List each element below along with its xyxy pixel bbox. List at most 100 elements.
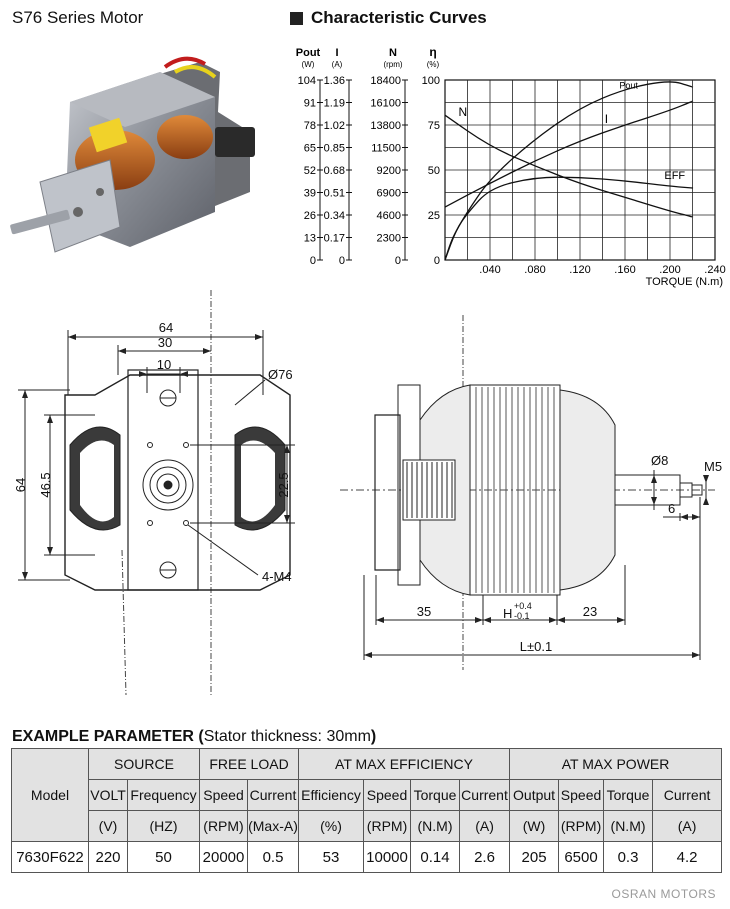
axis-tick-label: 11500 bbox=[371, 143, 401, 155]
axis-tick-label: 0.17 bbox=[324, 233, 345, 245]
axis-name: N bbox=[389, 47, 397, 59]
axis-tick-label: 6900 bbox=[377, 188, 401, 200]
side-view bbox=[340, 315, 715, 670]
front-hole bbox=[147, 442, 153, 448]
dimension-drawing: 64 30 10 Ø76 64 46.5 22.5 4-M4 Ø8 M5 6 3… bbox=[13, 290, 722, 696]
column-header: Efficiency bbox=[298, 779, 365, 811]
front-hub-center bbox=[163, 480, 173, 490]
dimension-arrows bbox=[22, 334, 709, 658]
axis-tick-label: 13800 bbox=[370, 120, 401, 132]
axis-tick-label: 0 bbox=[395, 255, 401, 267]
table-cell: 205 bbox=[509, 841, 560, 873]
group-free-load: FREE LOAD bbox=[198, 748, 300, 780]
curves-heading: Characteristic Curves bbox=[290, 8, 487, 28]
column-header: Current bbox=[459, 779, 511, 811]
series-label: I bbox=[605, 112, 608, 126]
motor-bracket-screw bbox=[73, 207, 83, 217]
leader-4m4 bbox=[187, 524, 259, 576]
series-label: Pout bbox=[619, 80, 638, 90]
dim-46-5-label: 46.5 bbox=[38, 472, 53, 497]
dim-m5-label: M5 bbox=[704, 459, 722, 474]
unit-header: (V) bbox=[88, 810, 128, 842]
dim-64-height-label: 64 bbox=[13, 478, 28, 492]
unit-header: (A) bbox=[652, 810, 723, 842]
motor-insulation-tape bbox=[88, 117, 128, 153]
axis-tick-label: 1.36 bbox=[324, 75, 345, 87]
dim-diameter-8-label: Ø8 bbox=[651, 453, 668, 468]
column-header: Current bbox=[652, 779, 723, 811]
unit-header-row: (V)(HZ)(RPM)(Max-A)(%)(RPM)(N.M)(A)(W)(R… bbox=[12, 810, 723, 842]
axis-tick-label: 0.51 bbox=[324, 188, 345, 200]
dim-diameter-76-label: Ø76 bbox=[268, 367, 293, 382]
chart-grid bbox=[444, 79, 716, 261]
curves-heading-text: Characteristic Curves bbox=[311, 8, 487, 27]
holes-label: 4-M4 bbox=[262, 569, 292, 584]
center-line-lower bbox=[121, 549, 127, 696]
front-hub-outer bbox=[142, 459, 194, 511]
axis-tick-label: 0.34 bbox=[324, 210, 345, 222]
table-cell: 53 bbox=[298, 841, 365, 873]
dim-l-label: L±0.1 bbox=[520, 639, 552, 654]
dim-35-label: 35 bbox=[417, 604, 431, 619]
motor-shaft bbox=[10, 209, 70, 235]
front-view bbox=[18, 290, 295, 696]
page-title: S76 Series Motor bbox=[12, 8, 144, 27]
series-output-line bbox=[444, 81, 694, 261]
motor-photo bbox=[10, 56, 255, 253]
unit-header: (RPM) bbox=[363, 810, 412, 842]
axis-tick-label: 4600 bbox=[377, 210, 401, 222]
axis-tick-label: 9200 bbox=[377, 165, 401, 177]
unit-header: (%) bbox=[298, 810, 365, 842]
unit-header: (HZ) bbox=[127, 810, 200, 842]
dim-h-label: H bbox=[503, 606, 512, 621]
column-header: Current bbox=[246, 779, 300, 811]
side-lamination-lines bbox=[475, 387, 555, 593]
x-tick-label: .120 bbox=[569, 264, 590, 276]
table-cell: 10000 bbox=[363, 841, 412, 873]
axis-unit: (%) bbox=[427, 60, 440, 69]
axis-tick-label: 52 bbox=[304, 165, 316, 177]
motor-bracket bbox=[39, 159, 121, 253]
table-cell: 20000 bbox=[199, 841, 248, 873]
group-max-power: AT MAX POWER bbox=[509, 748, 723, 780]
axis-tick-label: 0 bbox=[339, 255, 345, 267]
axis-tick-label: 78 bbox=[304, 120, 316, 132]
coil-right-inner bbox=[241, 440, 275, 522]
dim-6-label: 6 bbox=[668, 501, 675, 516]
series-efficiency-line bbox=[444, 176, 694, 261]
axis-tick-label: 18400 bbox=[370, 75, 401, 87]
dim-h-tolerance-upper: +0.4 bbox=[514, 601, 532, 611]
params-heading-paren-open: ( bbox=[198, 728, 204, 745]
side-brush-holder bbox=[374, 414, 401, 571]
series-current-line bbox=[444, 100, 694, 208]
x-tick-label: .040 bbox=[479, 264, 500, 276]
unit-header: (N.M) bbox=[603, 810, 654, 842]
column-header: Speed bbox=[363, 779, 412, 811]
front-hole bbox=[183, 520, 189, 526]
table-cell: 50 bbox=[127, 841, 200, 873]
table-cell: 7630F622 bbox=[11, 841, 89, 873]
axis-tick-label: 16100 bbox=[370, 98, 401, 110]
x-tick-label: .080 bbox=[524, 264, 545, 276]
axis-tick-label: 25 bbox=[428, 210, 440, 222]
group-max-efficiency: AT MAX EFFICIENCY bbox=[298, 748, 511, 780]
axis-tick-label: 26 bbox=[304, 210, 316, 222]
x-tick-label: .160 bbox=[614, 264, 635, 276]
params-heading-paren-close: ) bbox=[370, 728, 377, 745]
leader-d76 bbox=[234, 379, 266, 406]
axis-name: Pout bbox=[296, 47, 321, 59]
series-label: N bbox=[459, 105, 468, 119]
chart-series bbox=[444, 81, 694, 261]
axis-tick-label: 65 bbox=[304, 143, 316, 155]
group-header-row: Model SOURCE FREE LOAD AT MAX EFFICIENCY… bbox=[11, 748, 723, 842]
axis-tick-label: 91 bbox=[304, 98, 316, 110]
axis-name: η bbox=[429, 45, 436, 59]
axis-tick-label: 50 bbox=[428, 165, 440, 177]
characteristic-curves-chart: Pout(W)104917865523926130I(A)1.361.191.0… bbox=[296, 45, 726, 288]
unit-header: (A) bbox=[459, 810, 511, 842]
x-tick-label: .200 bbox=[659, 264, 680, 276]
unit-header: (Max-A) bbox=[246, 810, 300, 842]
footer-brand: OSRAN MOTORS bbox=[611, 887, 716, 901]
